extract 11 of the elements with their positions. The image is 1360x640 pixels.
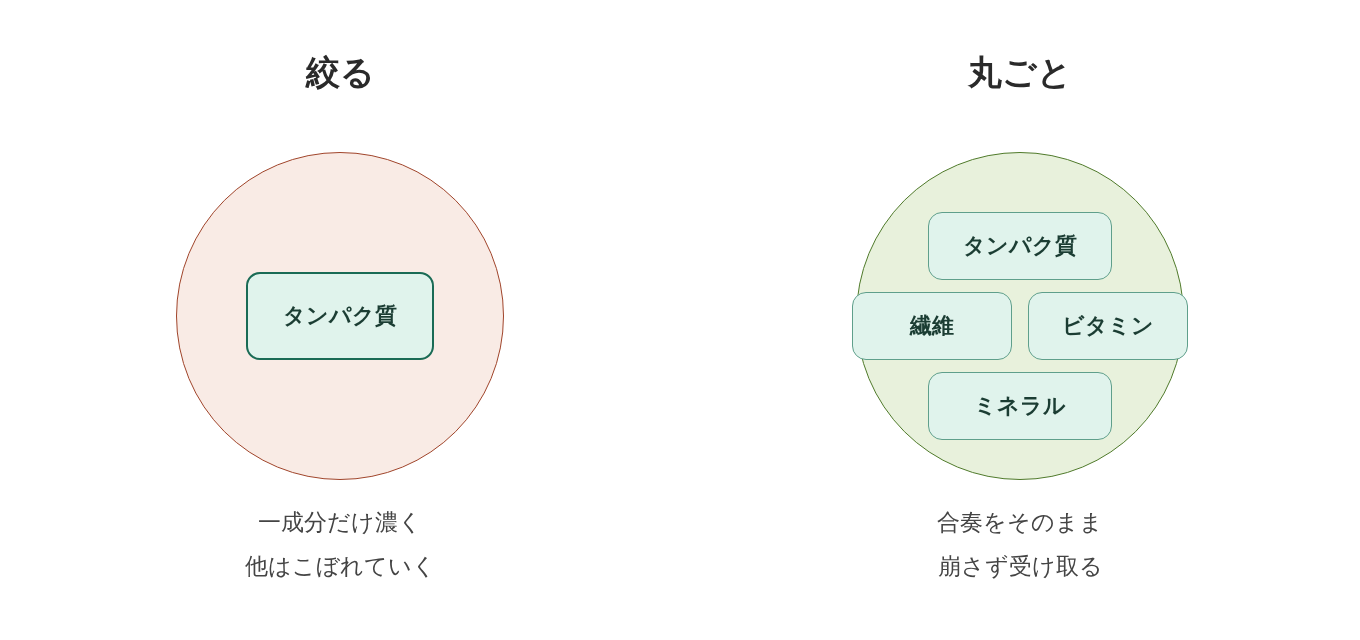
heading: 丸ごと <box>968 52 1072 92</box>
nutrient-box: ビタミン <box>1028 292 1188 360</box>
heading: 絞る <box>305 52 375 92</box>
nutrient-box: 繊維 <box>852 292 1012 360</box>
node-label: 崩さず受け取る <box>937 552 1103 581</box>
node-label: 他はこぼれていく <box>244 552 436 581</box>
nutrient-box: タンパク質 <box>928 212 1112 280</box>
node-label: 一成分だけ濃く <box>258 508 422 537</box>
nutrient-box: タンパク質 <box>246 272 434 360</box>
nutrient-box: ミネラル <box>928 372 1112 440</box>
node-label: 合奏をそのまま <box>937 508 1103 537</box>
